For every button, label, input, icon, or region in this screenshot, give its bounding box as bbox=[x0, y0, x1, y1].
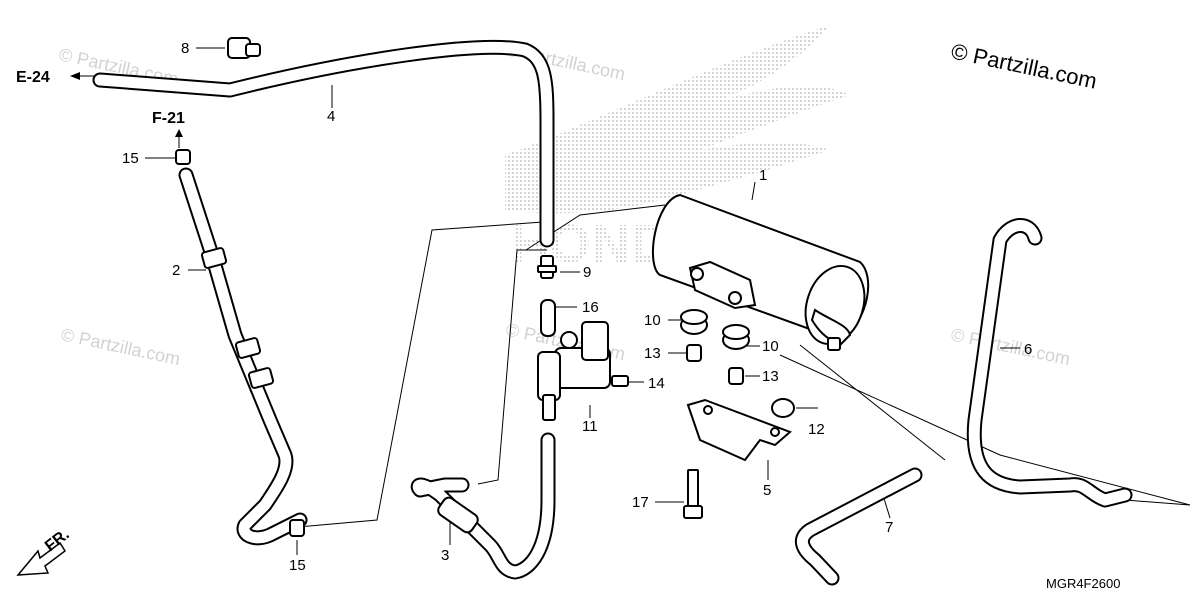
callout-2: 2 bbox=[172, 262, 180, 279]
part-12-cap bbox=[771, 398, 795, 418]
part-1-canister bbox=[652, 193, 870, 351]
arrow-f21 bbox=[175, 129, 183, 148]
part-7-hose bbox=[794, 467, 923, 586]
part-17-bolt bbox=[683, 469, 703, 519]
callout-13-left: 13 bbox=[644, 345, 661, 362]
callout-10-right: 10 bbox=[762, 338, 779, 355]
ref-e24-label: E-24 bbox=[16, 69, 50, 86]
callout-12: 12 bbox=[808, 421, 825, 438]
part-10-grommet-left bbox=[680, 309, 708, 335]
callouts: 1 2 3 4 5 6 7 8 9 10 10 11 12 13 13 14 1… bbox=[122, 40, 1032, 574]
part-3-hose bbox=[410, 432, 556, 580]
part-14-screw bbox=[611, 375, 629, 387]
front-direction-arrow: FR. bbox=[16, 526, 73, 576]
part-8-clip bbox=[227, 37, 261, 59]
part-13-collar-left bbox=[686, 344, 702, 362]
copyright-text: © Partzilla.com bbox=[949, 38, 1099, 93]
part-13-collar-right bbox=[728, 367, 744, 385]
part-11-solenoid-valve bbox=[537, 321, 611, 421]
diagram-code: MGR4F2600 bbox=[1046, 576, 1120, 591]
ref-f21-label: F-21 bbox=[152, 110, 185, 127]
callout-17: 17 bbox=[632, 494, 649, 511]
callout-15-top: 15 bbox=[122, 150, 139, 167]
part-9-connector bbox=[537, 255, 557, 279]
part-5-bracket bbox=[686, 398, 792, 462]
part-4-tube bbox=[92, 39, 555, 248]
part-10-grommet-right bbox=[722, 324, 750, 350]
part-2-hose bbox=[178, 167, 308, 546]
callout-9: 9 bbox=[583, 264, 591, 281]
watermark-text: © Partzilla.com bbox=[59, 324, 182, 369]
callout-8: 8 bbox=[181, 40, 189, 57]
part-15-clamp-top bbox=[175, 149, 191, 165]
callout-14: 14 bbox=[648, 375, 665, 392]
part-16-hose bbox=[540, 299, 556, 337]
part-6-hose bbox=[966, 218, 1133, 508]
callout-5: 5 bbox=[763, 482, 771, 499]
callout-7: 7 bbox=[885, 519, 893, 536]
callout-1: 1 bbox=[759, 167, 767, 184]
callout-16: 16 bbox=[582, 299, 599, 316]
watermark-text: © Partzilla.com bbox=[949, 324, 1072, 369]
callout-3: 3 bbox=[441, 547, 449, 564]
callout-11: 11 bbox=[582, 418, 598, 435]
callout-4: 4 bbox=[327, 108, 335, 125]
callout-6: 6 bbox=[1024, 341, 1032, 358]
part-15-clamp-bottom bbox=[289, 519, 305, 537]
callout-10-left: 10 bbox=[644, 312, 661, 329]
fr-label: FR. bbox=[42, 526, 73, 555]
leader-lines bbox=[145, 47, 1191, 555]
callout-13-right: 13 bbox=[762, 368, 779, 385]
callout-15-bottom: 15 bbox=[289, 557, 306, 574]
